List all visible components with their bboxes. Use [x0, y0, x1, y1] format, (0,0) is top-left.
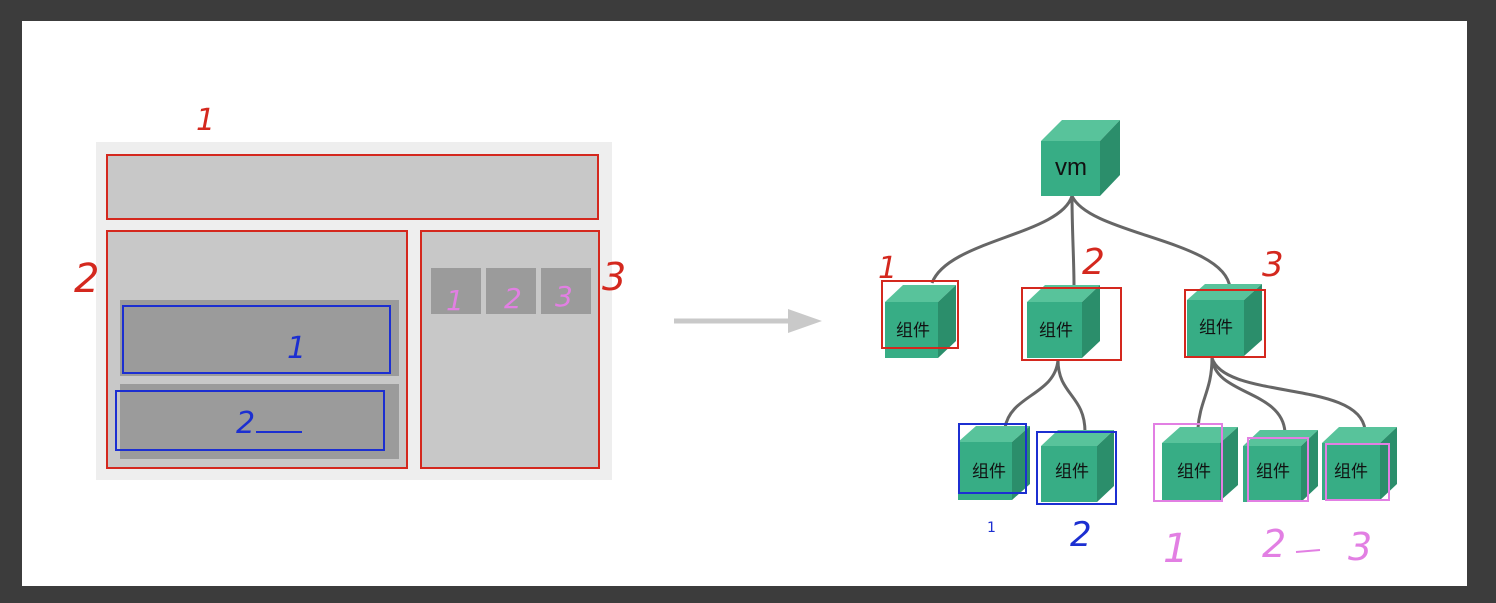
- level1-mark-3: 3: [1262, 245, 1284, 285]
- cube-front: [1322, 443, 1380, 500]
- connector-c2-b1: [1003, 359, 1060, 429]
- pink-mark-2-tail: [1295, 549, 1321, 553]
- connector-root-c3: [1070, 195, 1232, 289]
- vm-cube-front: [1041, 141, 1100, 196]
- cube-front: [1041, 446, 1097, 502]
- page-layout-sketch: 1 2 1 2 3 1 2 3: [74, 103, 626, 480]
- component-cube-pink-1: 组件 1: [1153, 423, 1238, 572]
- main-block-1-mark: 1: [287, 331, 306, 366]
- cube-side: [1097, 430, 1114, 502]
- vm-cube-top: [1041, 120, 1120, 141]
- component-cube-l1-2: 组件 2: [1021, 242, 1122, 361]
- component-label: 组件: [1055, 462, 1089, 481]
- blue-outline: [1036, 431, 1117, 505]
- main-block-2-mark: 2: [236, 406, 255, 441]
- pink-outline: [1325, 443, 1390, 501]
- component-label: 组件: [1039, 321, 1073, 340]
- header-mark: 1: [196, 103, 215, 138]
- aside-tile-3-mark: 3: [555, 280, 573, 313]
- pink-outline: [1153, 423, 1223, 502]
- connector-c3-p2: [1210, 357, 1287, 433]
- main-block-1: [120, 300, 399, 376]
- pink-mark-1: 1: [1163, 526, 1188, 572]
- component-label: 组件: [1256, 462, 1290, 481]
- component-cube-pink-2: 组件 2: [1243, 430, 1321, 566]
- level1-mark-2: 2: [1082, 242, 1105, 283]
- component-label: 组件: [1199, 318, 1233, 337]
- aside-tile-2-mark: 2: [504, 282, 522, 315]
- vm-root-cube: vm: [1041, 120, 1120, 196]
- aside-tile-1: [431, 268, 481, 314]
- cube-top: [1187, 284, 1262, 300]
- level1-mark-1: 1: [878, 251, 897, 286]
- aside-panel: [420, 230, 600, 469]
- component-tree: vm 组件 1 组件 2 组件 3: [878, 120, 1397, 572]
- connector-c3-p1: [1196, 357, 1214, 429]
- cube-side: [1082, 285, 1100, 358]
- main-block-2-outline: [115, 390, 385, 451]
- blue-mark-1: 1: [987, 520, 996, 536]
- cube-front: [1243, 446, 1301, 502]
- blue-outline: [958, 423, 1027, 494]
- tree-connectors: [930, 195, 1367, 433]
- connector-c3-p3: [1210, 357, 1367, 431]
- component-cube-blue-1: 组件 1: [958, 423, 1030, 536]
- cube-front: [1162, 443, 1220, 501]
- header-panel: [106, 154, 599, 220]
- cube-front: [958, 442, 1012, 500]
- cube-top: [958, 426, 1030, 442]
- aside-tile-1-mark: 1: [446, 284, 464, 317]
- cube-side: [1301, 430, 1318, 502]
- connector-c2-b2: [1056, 359, 1087, 433]
- red-outline: [1184, 289, 1266, 358]
- component-label: 组件: [896, 321, 930, 340]
- cube-top: [1041, 430, 1114, 446]
- connector-root-c1: [930, 195, 1074, 284]
- component-label: 组件: [1177, 462, 1211, 481]
- arrow-head: [788, 309, 822, 333]
- blue-mark-2: 2: [1070, 515, 1092, 555]
- pink-mark-2: 2: [1262, 522, 1286, 566]
- cube-side: [938, 285, 956, 358]
- cube-top: [1027, 285, 1100, 302]
- cube-top: [885, 285, 956, 302]
- cube-front: [1027, 302, 1082, 358]
- transform-arrow: [674, 309, 822, 333]
- component-cube-pink-3: 组件 3: [1322, 427, 1397, 569]
- pink-outline: [1247, 437, 1309, 502]
- component-label: 组件: [972, 462, 1006, 481]
- vm-cube-side: [1100, 120, 1120, 196]
- connector-root-c2: [1070, 195, 1076, 287]
- component-cube-l1-1: 组件 1: [878, 251, 959, 358]
- cube-top: [1322, 427, 1397, 443]
- cube-top: [1162, 427, 1238, 443]
- main-block-2: [120, 384, 399, 459]
- aside-tile-2: [486, 268, 536, 314]
- red-outline: [881, 280, 959, 349]
- component-cube-blue-2: 组件 2: [1036, 430, 1117, 555]
- aside-tile-3: [541, 268, 591, 314]
- pink-mark-3: 3: [1348, 525, 1372, 569]
- main-block-1-outline: [122, 305, 391, 374]
- red-outline: [1021, 287, 1122, 361]
- diagram-canvas: 1 2 1 2 3 1 2 3: [22, 21, 1467, 586]
- cube-front: [1187, 300, 1244, 356]
- vm-label: vm: [1055, 154, 1087, 181]
- component-cube-l1-3: 组件 3: [1184, 245, 1284, 358]
- cube-side: [1220, 427, 1238, 501]
- component-label: 组件: [1334, 462, 1368, 481]
- aside-mark: 3: [602, 255, 626, 299]
- main-mark: 2: [74, 256, 99, 302]
- cube-side: [1244, 284, 1262, 356]
